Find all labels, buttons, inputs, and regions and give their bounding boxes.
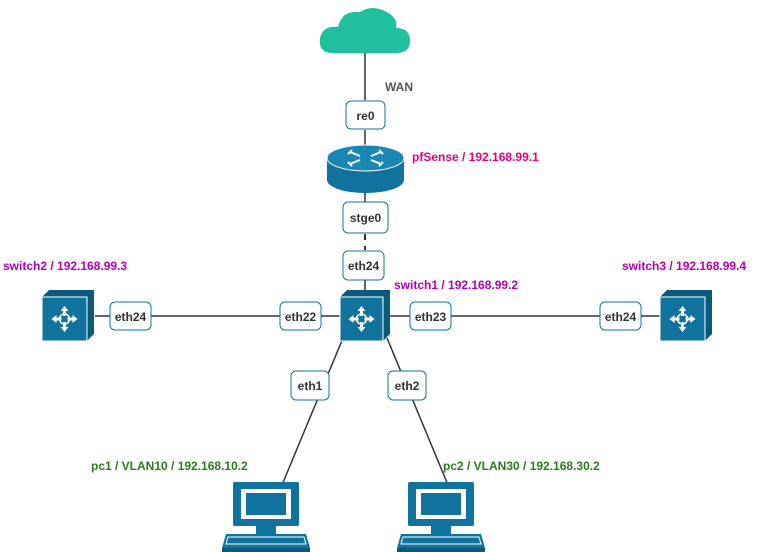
router-icon [326,144,405,193]
pc1-icon [221,481,311,552]
port-switch2-eth24: eth24 [109,301,152,331]
svg-text:eth24: eth24 [348,259,380,273]
svg-text:eth24: eth24 [605,310,637,324]
port-switch3-eth24: eth24 [599,301,642,331]
pc1-label: pc1 / VLAN10 / 192.168.10.2 [91,459,248,473]
cloud-icon [319,7,410,53]
switch1-label: switch1 / 192.168.99.2 [394,278,518,292]
port-switch1-eth22: eth22 [279,301,322,331]
switch2-icon [41,290,94,342]
svg-text:re0: re0 [356,109,374,123]
switch1-pc1-link [281,337,344,486]
switch3-label: switch3 / 192.168.99.4 [622,259,746,273]
pfsense-label: pfSense / 192.168.99.1 [412,150,539,164]
switch2-label: switch2 / 192.168.99.3 [3,259,127,273]
switch1-icon [339,290,390,342]
port-switch1-eth2: eth2 [387,370,427,401]
wan-label: WAN [385,80,413,94]
port-switch1-eth24: eth24 [342,250,385,281]
port-re0: re0 [345,100,386,130]
pc2-label: pc2 / VLAN30 / 192.168.30.2 [443,459,600,473]
svg-text:eth23: eth23 [415,310,447,324]
svg-text:eth24: eth24 [115,310,147,324]
svg-text:eth1: eth1 [298,379,323,393]
switch1-pc2-link [386,337,449,486]
port-switch1-eth1: eth1 [290,370,330,401]
svg-text:eth22: eth22 [285,310,317,324]
port-stge0: stge0 [342,201,389,234]
svg-text:eth2: eth2 [395,379,420,393]
port-switch1-eth23: eth23 [409,301,452,331]
switch3-icon [659,290,712,342]
pc2-icon [396,481,486,552]
svg-text:stge0: stge0 [350,211,382,225]
